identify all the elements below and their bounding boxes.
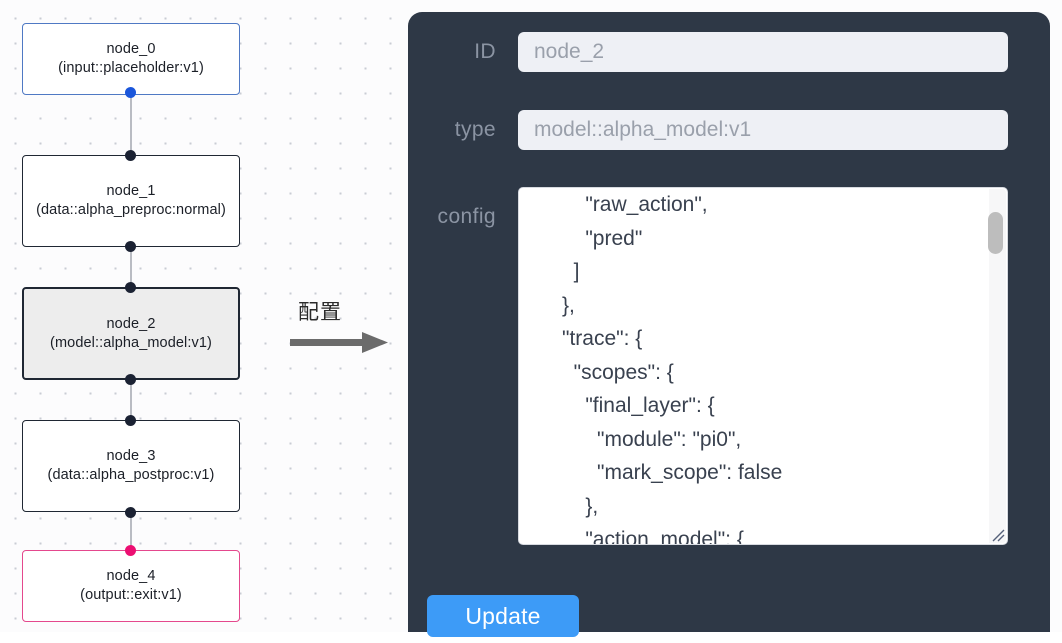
- graph-node-node_3[interactable]: node_3 (data::alpha_postproc:v1): [22, 420, 240, 512]
- edge-node1-node2: [130, 244, 132, 290]
- port-node3-output[interactable]: [125, 507, 136, 518]
- port-node4-input[interactable]: [125, 545, 136, 556]
- node-config-panel: ID type config "raw_action", "pred" ] },…: [408, 12, 1050, 637]
- port-node0-output[interactable]: [125, 87, 136, 98]
- config-textarea-wrapper: "raw_action", "pred" ] }, "trace": { "sc…: [518, 187, 1008, 545]
- node-title: node_4: [106, 568, 156, 584]
- port-node3-input[interactable]: [125, 415, 136, 426]
- edge-node0-node1: [130, 92, 132, 158]
- graph-node-node_2[interactable]: node_2 (model::alpha_model:v1): [22, 287, 240, 380]
- right-arrow-icon: [290, 332, 388, 353]
- port-node1-output[interactable]: [125, 241, 136, 252]
- type-field-label: type: [454, 118, 496, 141]
- node-subtitle: (model::alpha_model:v1): [50, 334, 212, 351]
- update-button[interactable]: Update: [427, 595, 579, 637]
- node-subtitle: (data::alpha_postproc:v1): [47, 467, 215, 483]
- node-title: node_3: [106, 448, 156, 464]
- edge-node2-node3: [130, 377, 132, 423]
- field-row-config: config "raw_action", "pred" ] }, "trace"…: [408, 187, 1008, 545]
- resize-handle-icon[interactable]: [989, 526, 1005, 542]
- field-row-type: type: [408, 110, 1008, 150]
- transition-label: 配置: [298, 300, 342, 324]
- config-field-label: config: [437, 205, 496, 228]
- transition-annotation: 配置: [290, 296, 400, 366]
- graph-node-node_0[interactable]: node_0 (input::placeholder:v1): [22, 23, 240, 95]
- graph-node-node_4[interactable]: node_4 (output::exit:v1): [22, 550, 240, 622]
- id-field-label: ID: [474, 40, 496, 63]
- id-input[interactable]: [518, 32, 1008, 72]
- edge-node3-node4: [130, 509, 132, 553]
- bottom-strip: [0, 632, 1062, 643]
- node-title: node_1: [106, 183, 156, 199]
- port-node2-output[interactable]: [125, 374, 136, 385]
- node-subtitle: (output::exit:v1): [80, 587, 182, 603]
- field-row-id: ID: [408, 32, 1008, 72]
- flow-graph-canvas[interactable]: node_0 (input::placeholder:v1) node_1 (d…: [0, 0, 400, 643]
- node-subtitle: (input::placeholder:v1): [58, 60, 204, 76]
- node-title: node_2: [106, 315, 156, 332]
- config-scrollbar-track[interactable]: [988, 189, 1006, 543]
- port-node2-input[interactable]: [125, 282, 136, 293]
- graph-node-node_1[interactable]: node_1 (data::alpha_preproc:normal): [22, 155, 240, 247]
- port-node1-input[interactable]: [125, 150, 136, 161]
- config-textarea[interactable]: "raw_action", "pred" ] }, "trace": { "sc…: [518, 187, 1008, 545]
- type-input[interactable]: [518, 110, 1008, 150]
- node-title: node_0: [106, 41, 156, 57]
- config-scrollbar-thumb[interactable]: [988, 212, 1003, 254]
- node-subtitle: (data::alpha_preproc:normal): [36, 202, 226, 218]
